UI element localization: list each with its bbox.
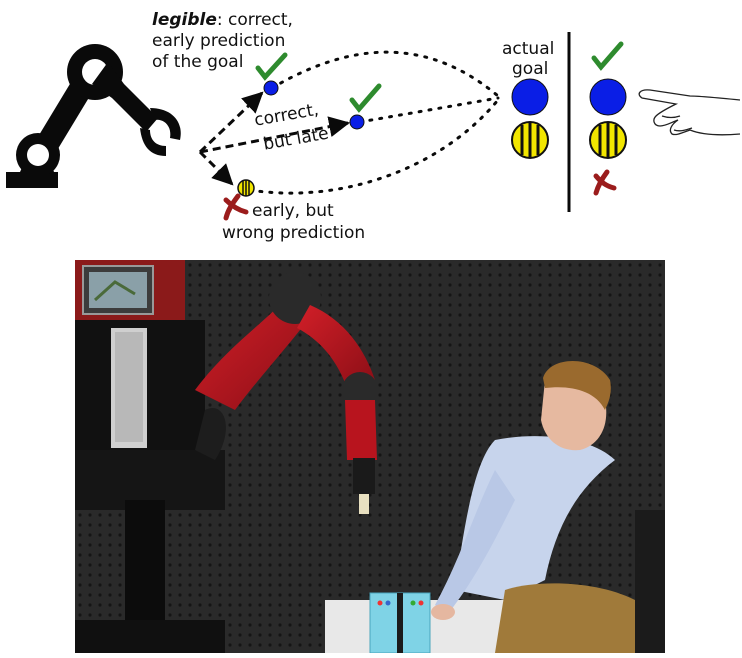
- early-wrong-dotted-path: [248, 98, 500, 195]
- experiment-photo: [75, 260, 665, 653]
- person: [431, 360, 665, 653]
- cross-icon: [223, 193, 249, 221]
- actual-goal-yellow: [511, 121, 549, 159]
- robot-body: [75, 260, 225, 653]
- legible-label: legible: correct,: [152, 11, 293, 30]
- early-wrong-label-line2: wrong prediction: [222, 223, 366, 243]
- actual-goal-label-line2: goal: [512, 59, 549, 79]
- legible-label-line3: of the goal: [152, 52, 244, 72]
- human-goal-blue: [589, 78, 627, 116]
- actual-goal-blue: [511, 78, 549, 116]
- legible-arrow: [198, 91, 264, 154]
- check-icon: [591, 41, 624, 71]
- pointing-hand-icon: [638, 89, 741, 136]
- early-wrong-arrow: [198, 150, 234, 186]
- human-goal-yellow: [589, 121, 627, 159]
- robot-arm-icon: [6, 44, 181, 188]
- correct-late-dotted-path: [358, 96, 500, 124]
- photo-scene: [75, 260, 665, 653]
- early-wrong-label-line1: early, but: [252, 201, 334, 221]
- correct-late-prediction-dot: [349, 114, 365, 130]
- check-icon: [255, 52, 288, 81]
- legible-keyword: legible: [152, 10, 217, 30]
- cross-icon: [593, 169, 617, 196]
- legible-label-line2: early prediction: [152, 31, 286, 51]
- actual-goal-label-line1: actual: [502, 39, 555, 59]
- legible-dotted-path: [270, 50, 500, 98]
- robot-arm: [195, 272, 378, 514]
- legibility-diagram: legible: correct, early prediction of th…: [0, 0, 742, 250]
- check-icon: [349, 83, 382, 113]
- legible-prediction-dot: [263, 80, 279, 96]
- diagram-graphics: [6, 32, 741, 221]
- wrong-prediction-dot: [237, 179, 255, 197]
- legible-rest: : correct,: [216, 10, 293, 30]
